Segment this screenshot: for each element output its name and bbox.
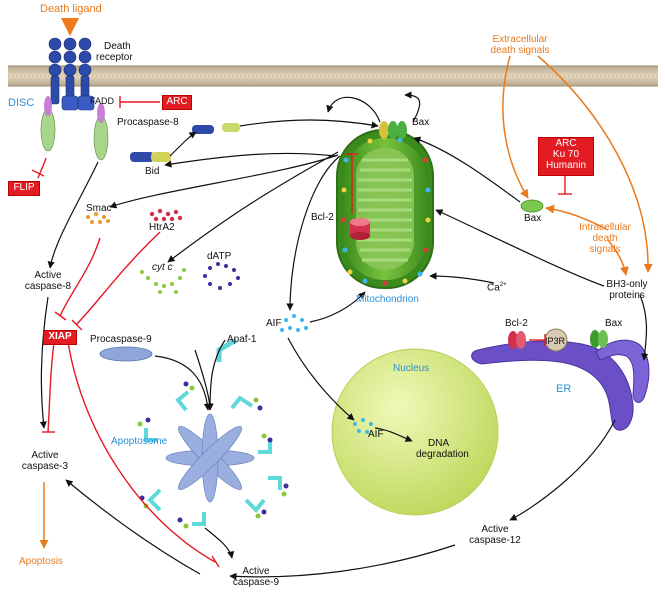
bax-right-label: Bax [524,213,542,224]
active-casp12-label-2: caspase-12 [469,535,521,546]
dna-label-2: degradation [416,449,469,460]
active-casp12-label-1: Active [481,524,509,535]
mitochondrion-label: Mitochondrion [356,294,419,305]
active-casp3-label-1: Active [31,450,59,461]
dna-label-1: DNA [428,438,450,449]
activation-arrows [39,91,649,580]
aif-nuc-dots [353,418,373,434]
apoptosis-label: Apoptosis [19,556,63,567]
extracellular-label-1: Extracellular [492,34,548,45]
disc-label: DISC [8,97,35,109]
bax-top-label: Bax [412,117,430,128]
htra2-label: HtrA2 [149,222,175,233]
bcl2-er-label: Bcl-2 [505,318,528,329]
signal-arrows [39,55,653,549]
death-receptor-label-2: receptor [96,52,133,63]
nucleus-label: Nucleus [393,363,430,374]
bid-icon [130,152,171,162]
intracellular-label-1: Intracellular [579,222,631,233]
bax-er-label: Bax [605,318,623,329]
bcl2-mito-icon [350,218,370,240]
smac-dots [86,212,110,224]
xiap-badge: XIAP [43,330,77,345]
htra2-dots [149,208,183,222]
intracellular-label-2: death [592,233,618,244]
procaspase9-icon [99,346,153,362]
bax-cytosol-icon [520,199,544,213]
er-label: ER [556,383,572,395]
death-ligand-label: Death ligand [40,3,102,15]
inhibition-lines [31,96,572,568]
extracellular-label-2: death signals [490,45,550,56]
smac-label: Smac [86,203,112,214]
arc-box-line1: ARC [555,138,577,149]
apoptosome-arms [144,390,282,526]
datp-dots [203,262,240,290]
er-organelle [471,339,650,431]
fadd-right-shape [97,103,105,123]
aif-cyto-label: AIF [266,318,282,329]
bcl2-er-icon [508,331,526,349]
procaspase9-label: Procaspase-9 [90,334,152,345]
bcl2-mito-label: Bcl-2 [311,212,334,223]
death-ligand-triangle [61,18,79,36]
bax-mito-icon [379,121,407,139]
active-casp8-label-1: Active [34,270,62,281]
cytc-dots [140,268,186,294]
cytc-label: cyt c [152,262,173,273]
ca2-label: Ca2+ [487,280,507,293]
mito-dots [340,137,431,286]
active-casp9-label-1: Active [242,566,270,577]
active-casp9-label-2: caspase-9 [232,577,280,588]
flip-badge: FLIP [8,181,40,196]
plasma-membrane [8,65,658,87]
bid-label: Bid [145,166,160,177]
fadd-label: FADD [90,96,115,106]
ca2-superscript: 2+ [499,282,507,288]
arc-ku70-humanin-badge: ARC Ku 70 Humanin [538,137,594,176]
bh3-label-1: BH3-only [606,279,648,290]
procaspase8-label: Procaspase-8 [117,117,179,128]
datp-label: dATP [207,251,232,262]
arc-box-line2: Ku 70 [552,149,580,160]
arc-top-badge: ARC [162,95,192,110]
nucleus-organelle [331,348,499,516]
active-casp8-label-2: caspase-8 [24,281,72,292]
ip3r-label: IP3R [545,336,566,346]
active-casp3-label-2: caspase-3 [21,461,69,472]
death-receptor-label-1: Death [104,41,131,52]
ca2-text: Ca [487,282,500,294]
mitochondrion-organelle [336,129,434,289]
apoptosome-icon [165,413,255,503]
tbid-fragments [192,123,240,134]
death-receptor-icon [48,37,95,111]
apaf1-label: Apaf-1 [227,334,257,345]
aif-cyto-dots [280,314,308,332]
bh3-label-2: proteins [609,290,645,301]
arc-box-line3: Humanin [545,160,587,171]
bax-er-icon [590,330,608,348]
apoptosome-label: Apoptosome [111,436,168,447]
aif-nuc-label: AIF [368,429,384,440]
fadd-left-shape [44,96,52,116]
intracellular-label-3: signals [589,244,621,255]
